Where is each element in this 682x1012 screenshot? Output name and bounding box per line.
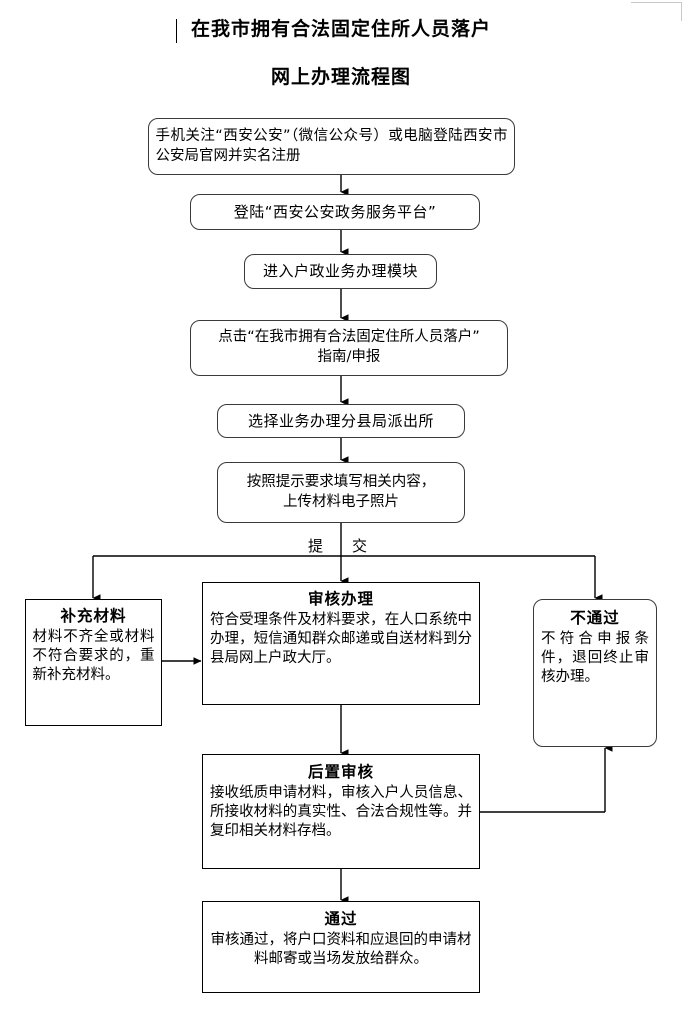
node-choose-station-text: 选择业务办理分县局派出所 <box>247 411 434 430</box>
node-supplement-heading: 补充材料 <box>60 607 127 625</box>
node-supplement[interactable]: 补充材料 材料不齐全或材料不符合要求的，重新补充材料。 <box>25 599 162 726</box>
node-post-review-heading: 后置审核 <box>307 763 374 781</box>
node-click-guide-line1: 点击“在我市拥有合法固定住所人员落户” <box>218 329 480 346</box>
edge-label-submit-right: 交 <box>352 537 368 555</box>
node-module-text: 进入户政业务办理模块 <box>262 262 418 281</box>
page-title-line2: 网上办理流程图 <box>270 66 411 88</box>
node-post-review-text: 接收纸质申请材料，审核入户人员信息、所接收材料的真实性、合法合规性等。并复印相关… <box>210 784 472 840</box>
node-fill-form-line1: 按照提示要求填写相关内容， <box>246 473 436 490</box>
node-rejected[interactable]: 不通过 不符合申报条件，退回终止审核办理。 <box>533 599 657 747</box>
edge-label-submit-left: 提 <box>308 537 324 555</box>
node-rejected-heading: 不通过 <box>570 609 620 627</box>
node-review-text: 符合受理条件及材料要求，在人口系统中办理，短信通知群众邮递或自送材料到分县局网上… <box>210 611 472 667</box>
node-supplement-text: 材料不齐全或材料不符合要求的，重新补充材料。 <box>32 628 155 684</box>
node-fill-form[interactable]: 按照提示要求填写相关内容， 上传材料电子照片 <box>217 462 465 523</box>
node-module[interactable]: 进入户政业务办理模块 <box>244 254 437 289</box>
node-register[interactable]: 手机关注“西安公安”（微信公众号）或电脑登陆西安市公安局官网并实名注册 <box>148 118 515 175</box>
node-choose-station[interactable]: 选择业务办理分县局派出所 <box>217 404 465 438</box>
node-review[interactable]: 审核办理 符合受理条件及材料要求，在人口系统中办理，短信通知群众邮递或自送材料到… <box>202 582 480 705</box>
page-title-line1: 在我市拥有合法固定住所人员落户 <box>190 18 491 40</box>
node-register-text: 手机关注“西安公安”（微信公众号）或电脑登陆西安市公安局官网并实名注册 <box>155 128 508 164</box>
title-cursor-caret <box>176 19 177 43</box>
node-click-guide-line2: 指南/申报 <box>317 349 381 365</box>
node-post-review[interactable]: 后置审核 接收纸质申请材料，审核入户人员信息、所接收材料的真实性、合法合规性等。… <box>202 754 480 869</box>
node-passed[interactable]: 通过 审核通过，将户口资料和应退回的申请材料邮寄或当场发放给群众。 <box>202 901 480 993</box>
node-login-text: 登陆“西安公安政务服务平台” <box>233 202 437 221</box>
node-review-heading: 审核办理 <box>307 590 374 608</box>
node-passed-text: 审核通过，将户口资料和应退回的申请材料邮寄或当场发放给群众。 <box>210 931 472 968</box>
node-fill-form-line2: 上传材料电子照片 <box>283 493 399 510</box>
node-passed-heading: 通过 <box>324 910 358 928</box>
node-rejected-text: 不符合申报条件，退回终止审核办理。 <box>541 630 649 686</box>
node-login[interactable]: 登陆“西安公安政务服务平台” <box>190 194 480 230</box>
node-click-guide[interactable]: 点击“在我市拥有合法固定住所人员落户” 指南/申报 <box>190 320 508 376</box>
